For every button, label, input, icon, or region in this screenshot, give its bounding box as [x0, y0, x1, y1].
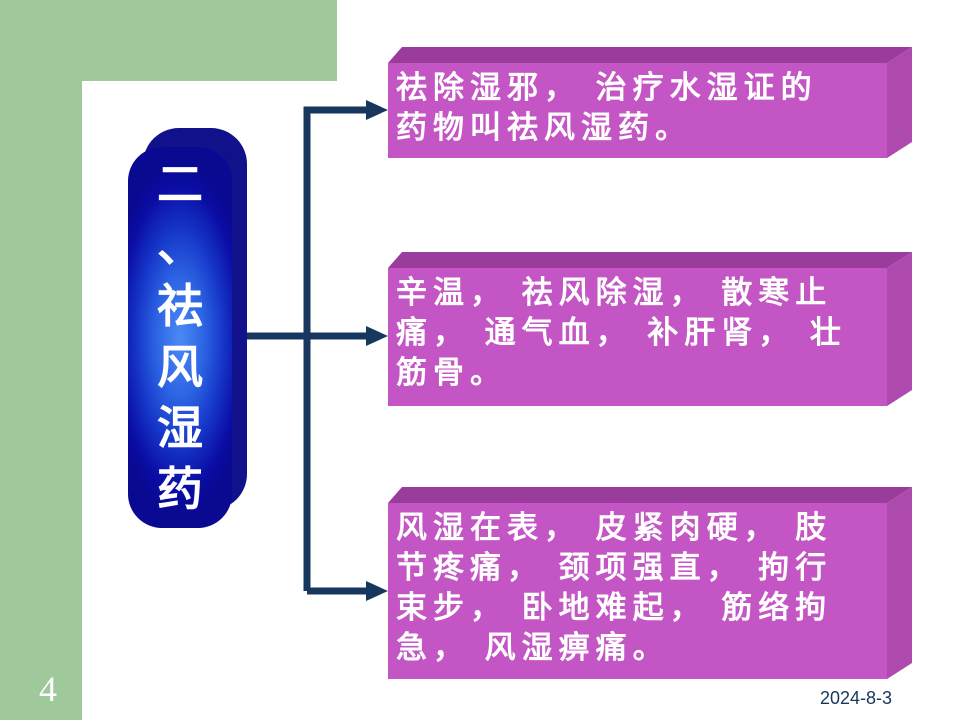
connector-trunk: [303, 106, 368, 591]
definition-box-face: 祛除湿邪， 治疗水湿证的 药物叫祛风湿药。: [388, 63, 887, 158]
capsule-char: 药: [157, 464, 203, 515]
topic-capsule-label: 二 、 祛 风 湿 药: [128, 147, 232, 528]
indications-box: 风湿在表， 皮紧肉硬， 肢 节疼痛， 颈项强直， 拘行 束步， 卧地难起， 筋络…: [388, 487, 912, 679]
capsule-char: 二: [157, 159, 203, 210]
capsule-char: 湿: [157, 403, 203, 454]
box-bevel-top: [388, 252, 912, 268]
topic-capsule: 二 、 祛 风 湿 药: [128, 147, 232, 528]
green-left-band: [0, 0, 82, 720]
page-number: 4: [39, 669, 57, 709]
box-text-line: 辛温， 祛风除湿， 散寒止: [396, 275, 833, 310]
box-text-line: 药物叫祛风湿药。: [396, 110, 692, 145]
properties-box-face: 辛温， 祛风除湿， 散寒止 痛， 通气血， 补肝肾， 壮 筋骨。: [388, 268, 887, 406]
box-text-line: 束步， 卧地难起， 筋络拘: [396, 590, 833, 625]
box-text-line: 痛， 通气血， 补肝肾， 壮: [396, 315, 847, 350]
arrowhead-middle-icon: [366, 326, 388, 346]
box-bevel-top: [388, 487, 912, 503]
box-bevel-right: [887, 47, 912, 158]
box-text-line: 筋骨。: [396, 355, 507, 390]
properties-box: 辛温， 祛风除湿， 散寒止 痛， 通气血， 补肝肾， 壮 筋骨。: [388, 252, 912, 406]
capsule-char: 祛: [157, 281, 203, 332]
box-bevel-right: [887, 252, 912, 406]
box-text-line: 节疼痛， 颈项强直， 拘行: [396, 550, 833, 585]
arrowhead-top-icon: [366, 100, 388, 120]
arrowhead-bottom-icon: [366, 581, 388, 601]
capsule-char: 风: [157, 342, 203, 393]
capsule-char: 、: [157, 220, 203, 271]
date-stamp: 2024-8-3: [819, 688, 892, 708]
box-bevel-top: [388, 47, 912, 63]
indications-box-face: 风湿在表， 皮紧肉硬， 肢 节疼痛， 颈项强直， 拘行 束步， 卧地难起， 筋络…: [388, 503, 887, 679]
box-text-line: 祛除湿邪， 治疗水湿证的: [396, 70, 818, 105]
box-bevel-right: [887, 487, 912, 679]
definition-box: 祛除湿邪， 治疗水湿证的 药物叫祛风湿药。: [388, 47, 912, 158]
box-text-line: 急， 风湿痹痛。: [396, 630, 670, 665]
box-text-line: 风湿在表， 皮紧肉硬， 肢: [396, 510, 833, 545]
